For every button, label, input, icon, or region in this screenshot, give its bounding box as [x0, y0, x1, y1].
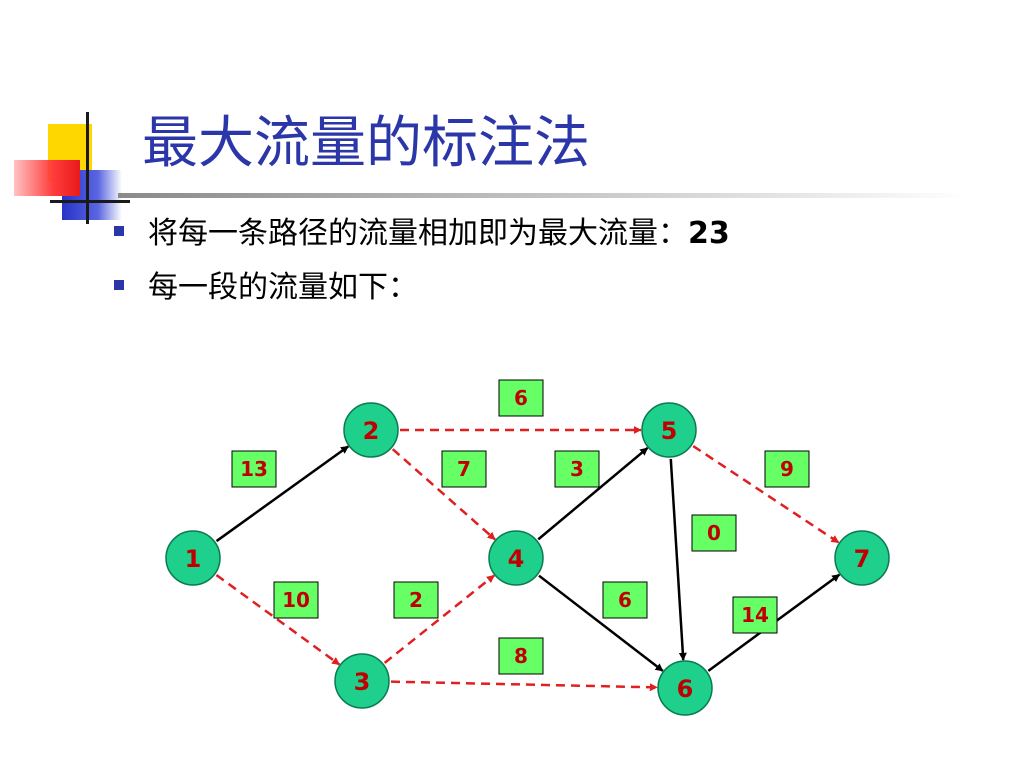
flow-label-4-6: 6: [602, 581, 648, 619]
flow-label-box: [764, 450, 810, 488]
edge-1-3: [215, 574, 341, 666]
flow-label-6-7: 14: [732, 596, 778, 634]
edge-4-6: [538, 574, 664, 672]
node-circle: [834, 530, 890, 586]
edge-1-2: [215, 445, 349, 543]
bullet-text: 每一段的流量如下：: [148, 270, 418, 305]
node-label: 6: [677, 675, 694, 703]
node-circle: [334, 653, 390, 709]
flow-label-box: [441, 450, 487, 488]
flow-label-box: [498, 637, 544, 675]
node-label: 5: [661, 417, 678, 445]
decor-horizontal-line: [50, 200, 130, 203]
title-underline: [118, 193, 968, 198]
node-label: 1: [185, 545, 202, 573]
node-6: 6: [657, 660, 713, 716]
flow-value: 6: [618, 588, 632, 612]
node-circle: [165, 530, 221, 586]
flow-value: 7: [457, 457, 471, 481]
bullet-segment-flow: 每一段的流量如下：: [114, 268, 418, 308]
bullet-text: 将每一条路径的流量相加即为最大流量：: [148, 216, 688, 251]
bullet-marker: [114, 225, 124, 236]
node-1: 1: [165, 530, 221, 586]
node-label: 7: [854, 545, 871, 573]
flow-label-box: [273, 581, 319, 619]
node-5: 5: [641, 402, 697, 458]
node-circle: [641, 402, 697, 458]
flow-label-5-6: 0: [691, 514, 737, 552]
node-4: 4: [488, 530, 544, 586]
flow-label-3-4: 2: [393, 581, 439, 619]
flow-value: 8: [514, 644, 528, 668]
flow-value: 14: [741, 603, 769, 627]
edge-5-6: [669, 458, 687, 661]
page-title: 最大流量的标注法: [142, 111, 590, 176]
node-circle: [488, 530, 544, 586]
max-flow-value: 23: [688, 216, 730, 251]
flow-value: 13: [240, 457, 268, 481]
node-3: 3: [334, 653, 390, 709]
node-label: 4: [508, 545, 525, 573]
node-7: 7: [834, 530, 890, 586]
flow-value: 3: [570, 457, 584, 481]
node-circle: [343, 402, 399, 458]
flow-value: 0: [707, 521, 721, 545]
node-label: 2: [363, 417, 380, 445]
node-label: 3: [354, 668, 371, 696]
flow-label-box: [393, 581, 439, 619]
decor-red-block: [14, 160, 80, 196]
flow-label-3-6: 8: [498, 637, 544, 675]
flow-value: 6: [514, 386, 528, 410]
flow-value: 2: [409, 588, 423, 612]
flow-value: 9: [780, 457, 794, 481]
flow-label-1-3: 10: [273, 581, 319, 619]
flow-label-box: [498, 379, 544, 417]
flow-label-4-5: 3: [554, 450, 600, 488]
flow-value: 10: [282, 588, 310, 612]
flow-label-box: [554, 450, 600, 488]
edge-3-6: [390, 680, 658, 692]
flow-label-1-2: 13: [231, 450, 277, 488]
flow-label-box: [732, 596, 778, 634]
bullet-marker: [114, 279, 124, 290]
flow-label-box: [231, 450, 277, 488]
flow-label-box: [691, 514, 737, 552]
edge-2-4: [391, 448, 496, 541]
edge-3-4: [383, 574, 495, 664]
bullet-total-flow: 将每一条路径的流量相加即为最大流量：23: [114, 214, 730, 254]
flow-label-box: [602, 581, 648, 619]
flow-label-2-4: 7: [441, 450, 487, 488]
node-2: 2: [343, 402, 399, 458]
flow-label-2-5: 6: [498, 379, 544, 417]
decor-vertical-line: [86, 112, 89, 224]
edge-4-5: [537, 447, 649, 541]
flow-label-5-7: 9: [764, 450, 810, 488]
node-circle: [657, 660, 713, 716]
